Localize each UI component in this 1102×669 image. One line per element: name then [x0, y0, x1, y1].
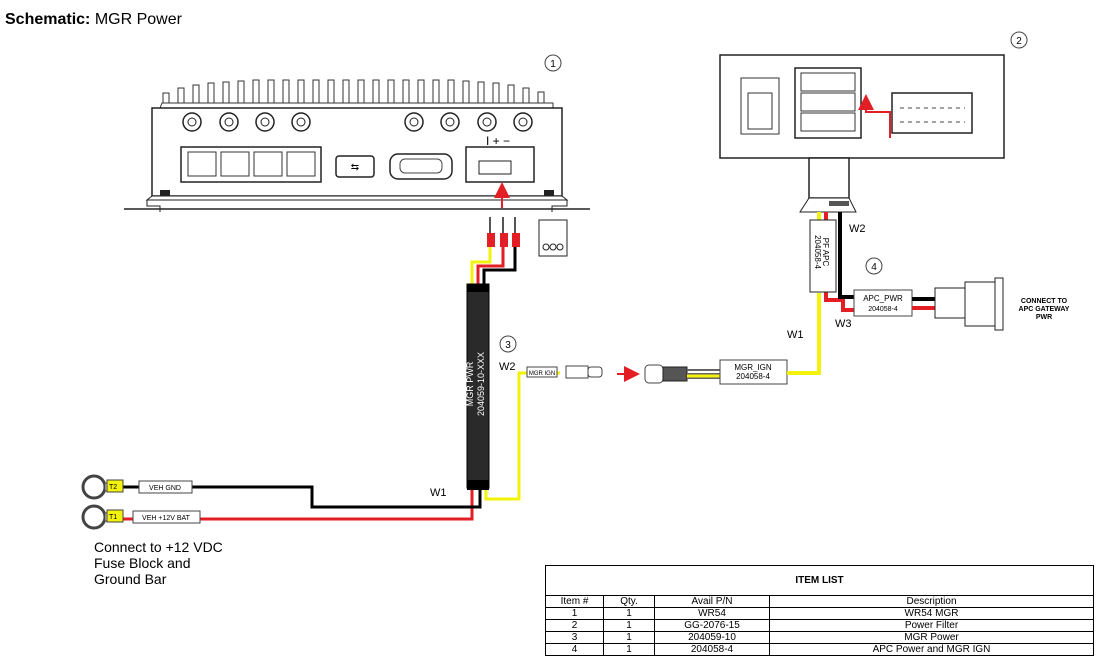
title-bold: Schematic: [5, 11, 91, 28]
power-plug [487, 217, 568, 257]
table-row: 3 1 204059-10 MGR Power [545, 631, 1094, 644]
mgr-ign-pn: 204058-4 [736, 372, 770, 381]
connection-note: Connect to +12 VDC Fuse Block and Ground… [94, 539, 314, 587]
w3-right-label: W3 [835, 318, 852, 330]
t1-label: T1 [109, 514, 117, 521]
cell-item: 3 [545, 631, 604, 644]
cell-pn: GG-2076-15 [654, 619, 770, 632]
w2-right-label: W2 [849, 223, 866, 235]
callout-4: 4 [871, 262, 877, 273]
cell-description: APC Power and MGR IGN [769, 643, 1094, 656]
apc-pwr-label: APC_PWR [863, 294, 903, 303]
note-line-2: Fuse Block and [94, 555, 191, 571]
header-item: Item # [545, 595, 604, 608]
cell-pn: WR54 [654, 607, 770, 620]
item-list-table: ITEM LIST Item # Qty. Avail P/N Descript… [545, 565, 1094, 656]
veh-gnd-label: VEH GND [149, 485, 181, 492]
cell-description: MGR Power [769, 631, 1094, 644]
header-pn: Avail P/N [654, 595, 770, 608]
callout-3: 3 [505, 340, 511, 351]
item-list-caption: ITEM LIST [545, 565, 1094, 596]
callout-1: 1 [550, 59, 556, 70]
pf-apc-cable [809, 219, 837, 293]
cell-pn: 204058-4 [654, 643, 770, 656]
mgr-ign-connector: MGR IGN [526, 364, 720, 384]
note-line-3: Ground Bar [94, 571, 167, 587]
table-row: 1 1 WR54 WR54 MGR [545, 607, 1094, 620]
connect-apc-line-3: PWR [1036, 314, 1052, 321]
apc-gateway-connector [934, 277, 1004, 331]
cell-item: 2 [545, 619, 604, 632]
apc-pwr-cable: APC_PWR 204058-4 [853, 289, 935, 317]
cell-qty: 1 [603, 607, 655, 620]
cell-item: 1 [545, 607, 604, 620]
pf-apc-pn: 204058-4 [813, 235, 822, 269]
cell-qty: 1 [603, 643, 655, 656]
mgr-ign-cable: MGR_IGN 204058-4 [719, 293, 821, 385]
mgr-ign-label: MGR_IGN [734, 363, 772, 372]
w1-left-label: W1 [430, 487, 447, 499]
table-header-row: Item # Qty. Avail P/N Description [545, 595, 1094, 608]
connect-apc-line-1: CONNECT TO [1021, 298, 1068, 305]
router-device: ⇆ I + − [124, 79, 590, 212]
veh-bat-label: VEH +12V BAT [142, 515, 191, 522]
ring-terminal-t1: T1 VEH +12V BAT [81, 504, 201, 530]
cell-description: WR54 MGR [769, 607, 1094, 620]
callout-2: 2 [1016, 36, 1022, 47]
w1-right-label: W1 [787, 329, 804, 341]
cell-qty: 1 [603, 619, 655, 632]
svg-text:⇆: ⇆ [351, 162, 359, 173]
ring-terminal-t2: T2 VEH GND [81, 474, 193, 500]
cell-item: 4 [545, 643, 604, 656]
table-row: 4 1 204058-4 APC Power and MGR IGN [545, 643, 1094, 656]
table-row: 2 1 GG-2076-15 Power Filter [545, 619, 1094, 632]
header-qty: Qty. [603, 595, 655, 608]
mgr-ign-small-label: MGR IGN [529, 371, 555, 377]
w2-left-label: W2 [499, 361, 516, 373]
connect-apc-line-2: APC GATEWAY [1019, 306, 1070, 313]
connector-polarity: I + − [486, 134, 510, 148]
pf-apc-label: PF APC [821, 238, 830, 267]
title-rest: MGR Power [90, 11, 182, 28]
mgr-pwr-label: MGR PWR [465, 361, 475, 406]
cell-pn: 204059-10 [654, 631, 770, 644]
cell-description: Power Filter [769, 619, 1094, 632]
apc-pwr-pn: 204058-4 [868, 306, 898, 313]
page-title: Schematic: MGR Power [5, 11, 182, 29]
note-line-1: Connect to +12 VDC [94, 539, 223, 555]
t2-label: T2 [109, 484, 117, 491]
mgr-pwr-pn: 204059-10-XXX [476, 352, 486, 416]
apc-unit [719, 54, 1005, 213]
header-description: Description [769, 595, 1094, 608]
cell-qty: 1 [603, 631, 655, 644]
